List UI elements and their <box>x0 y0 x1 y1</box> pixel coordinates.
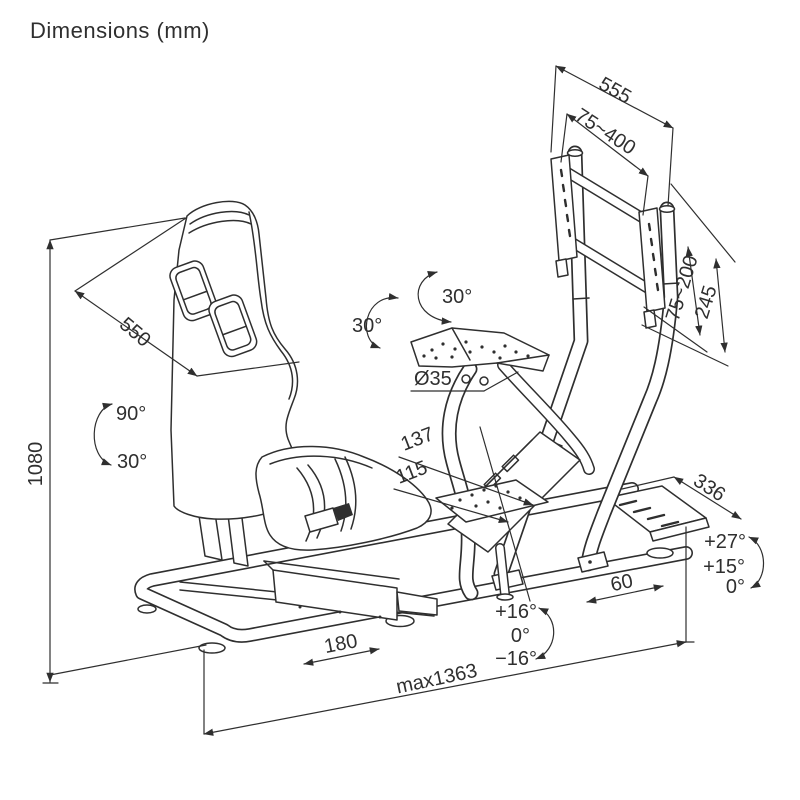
label-tube-diameter: Ø35 <box>414 368 452 390</box>
leader-pedal-width-inner <box>393 488 509 523</box>
dim-monitor-beam-width <box>550 65 674 207</box>
dim-total-height <box>42 217 207 684</box>
monitor-tilt-arrow <box>748 536 765 589</box>
label-pedal-tilt-up: +16° <box>495 601 537 623</box>
label-bracket-height: 245 <box>691 283 722 321</box>
base-frame-illustration <box>134 482 710 654</box>
seat-illustration <box>169 200 438 621</box>
belt-slot-right <box>208 294 258 358</box>
label-wheel-tilt-left: 30° <box>352 315 382 337</box>
dim-seat-slide-arrow <box>303 647 380 666</box>
wheel-mount-illustration <box>410 327 595 601</box>
seat-belt <box>296 456 357 542</box>
dim-rear-slide-arrow <box>586 584 664 604</box>
label-wheel-tilt-right: 30° <box>442 286 472 308</box>
dim-base-end-depth <box>621 476 742 520</box>
label-monitor-tilt-up: +27° <box>704 531 746 553</box>
label-backrest-angle-min: 30° <box>117 451 147 473</box>
label-pedal-tilt-zero: 0° <box>511 625 530 647</box>
label-pedal-width-inner: 115 <box>393 457 431 489</box>
leader-tube-diameter <box>410 371 519 392</box>
dim-vesa-width <box>560 113 649 216</box>
label-monitor-tilt-zero: 0° <box>726 576 745 598</box>
label-total-height: 1080 <box>25 442 47 487</box>
dimension-lines <box>42 65 765 736</box>
pedal-mount-plate <box>435 479 549 523</box>
pedal-assembly-illustration <box>435 431 581 601</box>
wheel-tilt-arrow-right <box>417 271 452 325</box>
base-foot <box>646 547 674 559</box>
dim-seat-back-width <box>74 217 300 377</box>
label-seat-back-width: 550 <box>115 313 155 351</box>
label-pedal-width-outer: 137 <box>398 423 437 455</box>
page-title: Dimensions (mm) <box>30 18 210 43</box>
post-cap <box>658 205 676 213</box>
dim-max-length <box>203 526 695 736</box>
label-max-length: max1363 <box>394 660 479 699</box>
wheel-tilt-arrow-left <box>365 292 399 349</box>
dim-vesa-height <box>641 183 736 367</box>
label-monitor-beam-width: 555 <box>595 73 635 108</box>
base-foot <box>198 642 226 654</box>
label-rear-slide-travel: 60 <box>609 570 635 596</box>
label-pedal-tilt-down: −16° <box>495 648 537 670</box>
seat-base <box>272 569 398 621</box>
leader-pedal-angle <box>479 426 531 602</box>
label-base-end-depth: 336 <box>689 470 729 507</box>
base-foot <box>137 604 157 614</box>
pedal-tilt-arrow <box>535 607 555 660</box>
backrest-rotation-arrow <box>93 402 113 466</box>
leader-pedal-width-outer <box>398 456 534 506</box>
label-monitor-tilt-mid: +15° <box>703 556 745 578</box>
label-backrest-angle-max: 90° <box>116 403 146 425</box>
